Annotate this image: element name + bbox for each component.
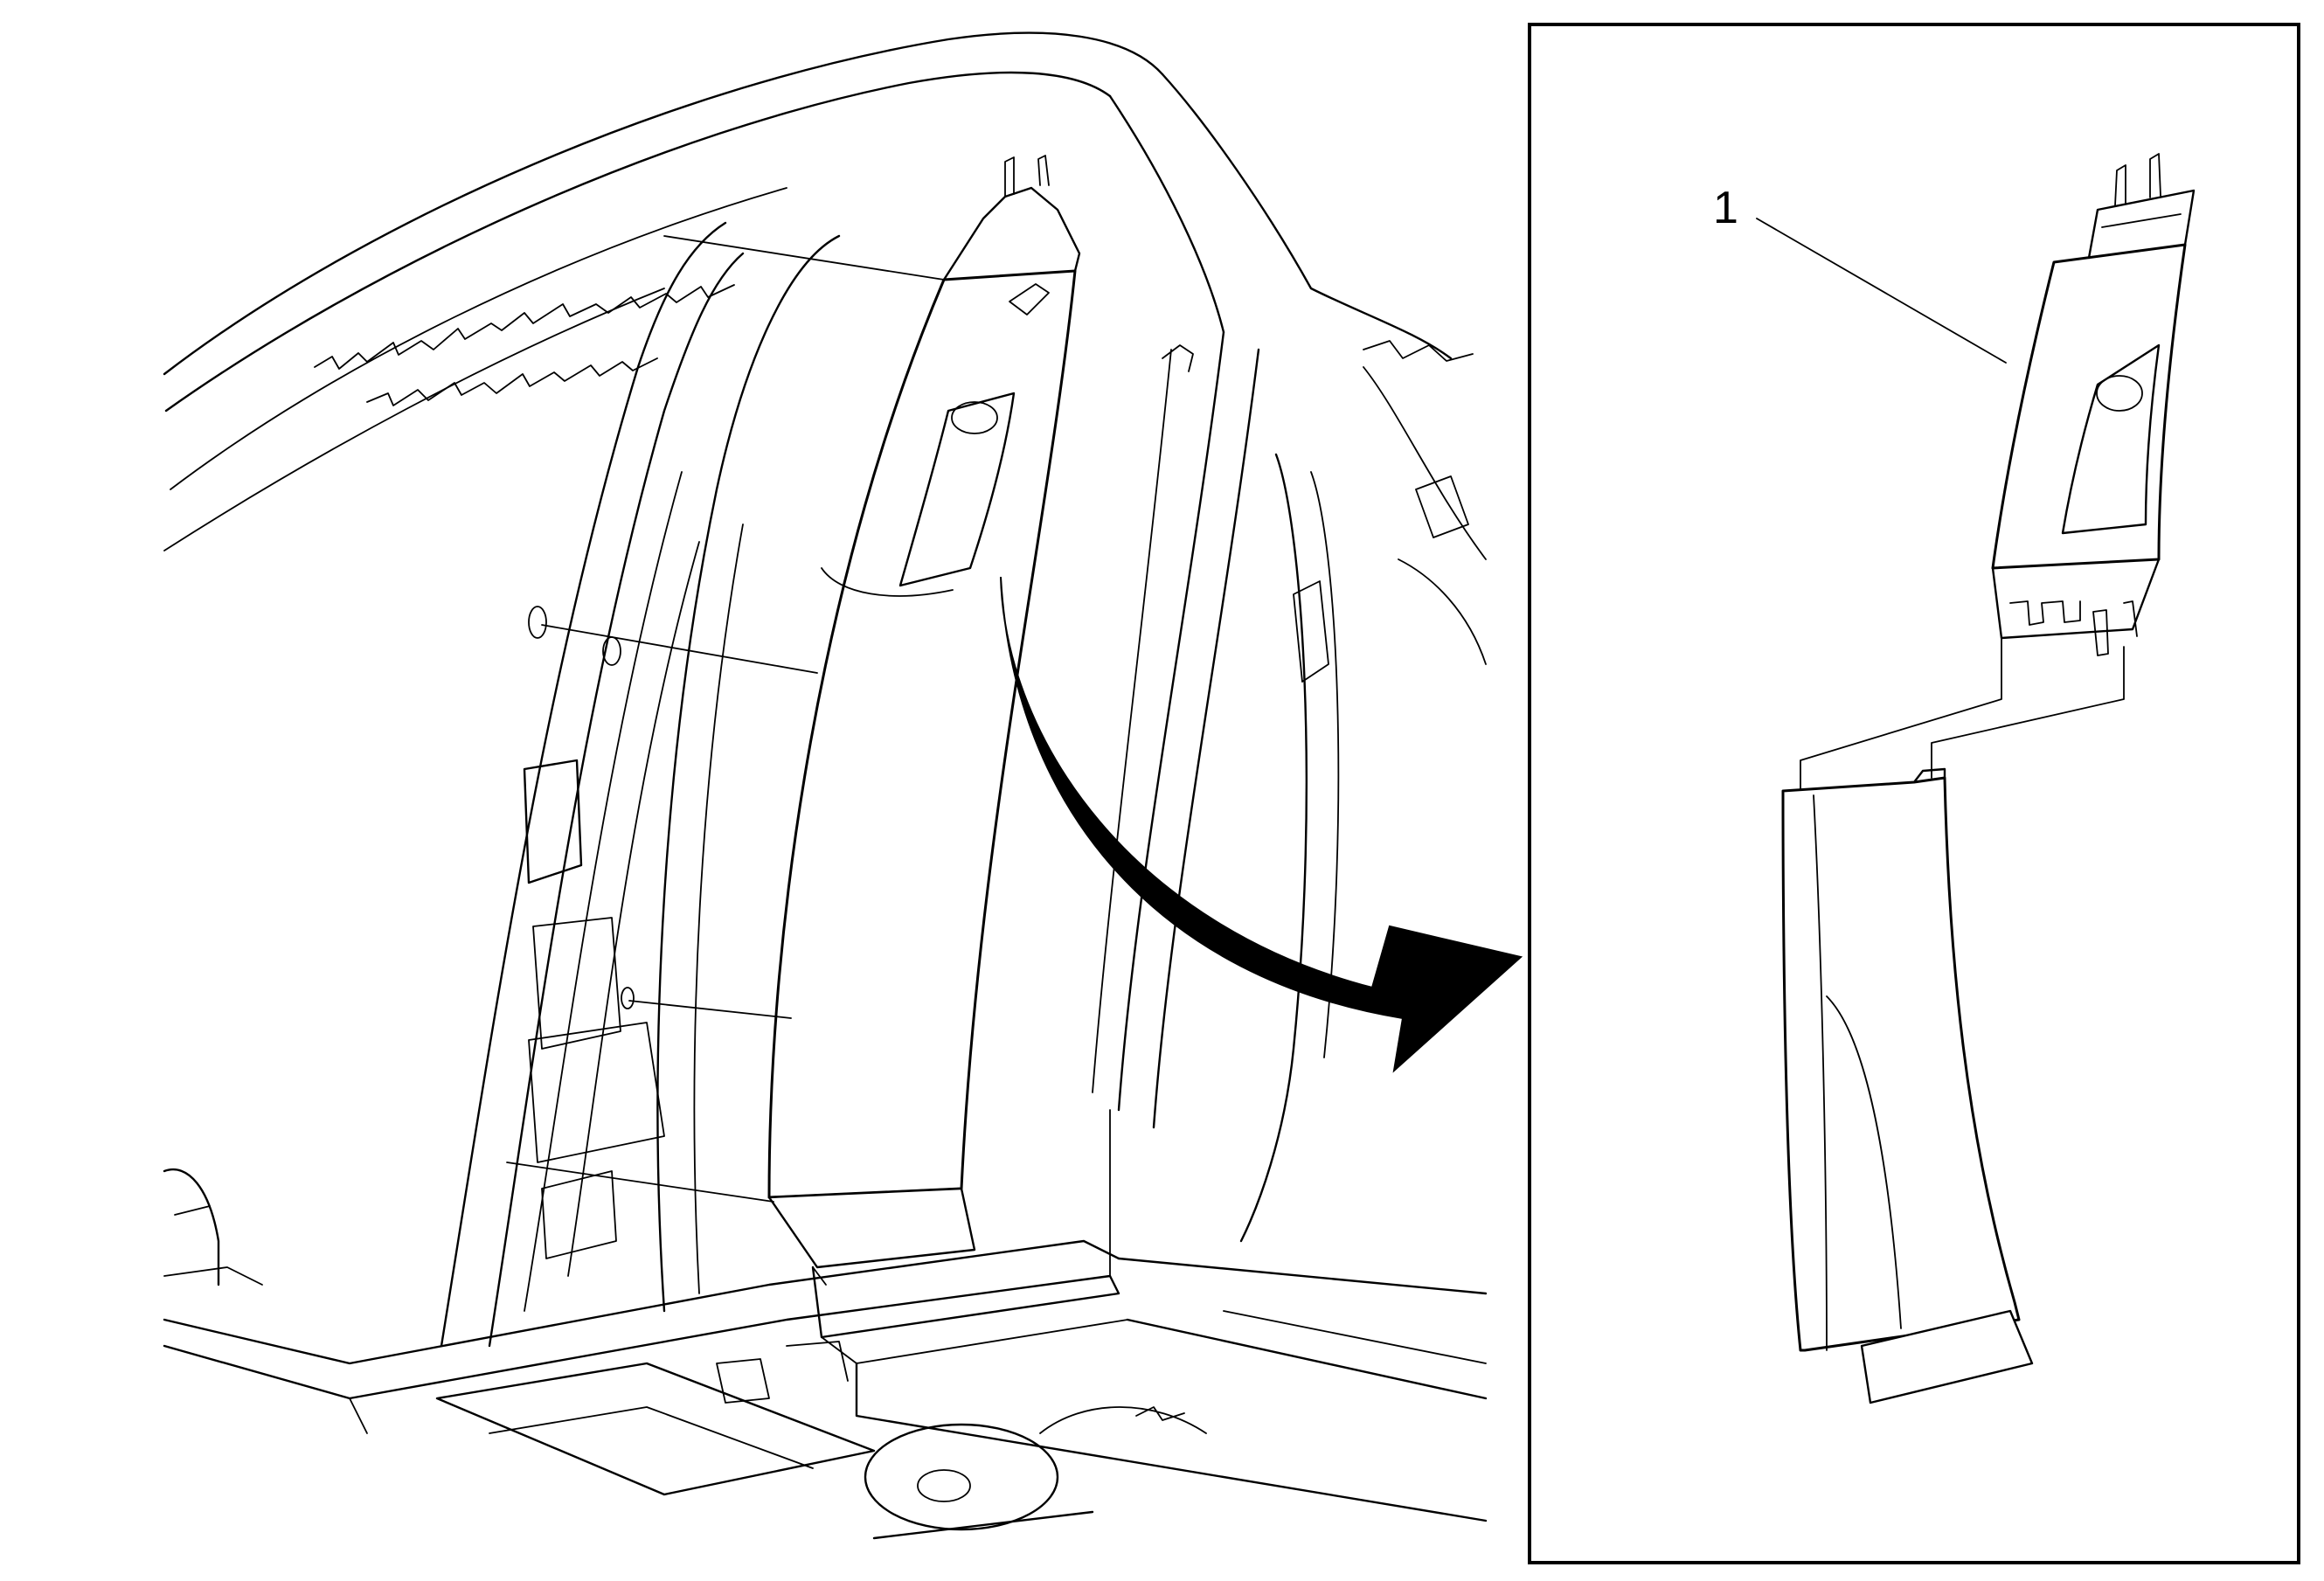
detail-b-pillar-trim — [1781, 153, 2196, 1404]
curved-arrow-icon — [1000, 576, 1523, 1073]
vehicle-body-structure — [163, 31, 1488, 1540]
detail-view-frame — [1528, 23, 2300, 1564]
callout-1: 1 — [1713, 183, 2007, 364]
callout-1-label: 1 — [1713, 183, 1738, 233]
